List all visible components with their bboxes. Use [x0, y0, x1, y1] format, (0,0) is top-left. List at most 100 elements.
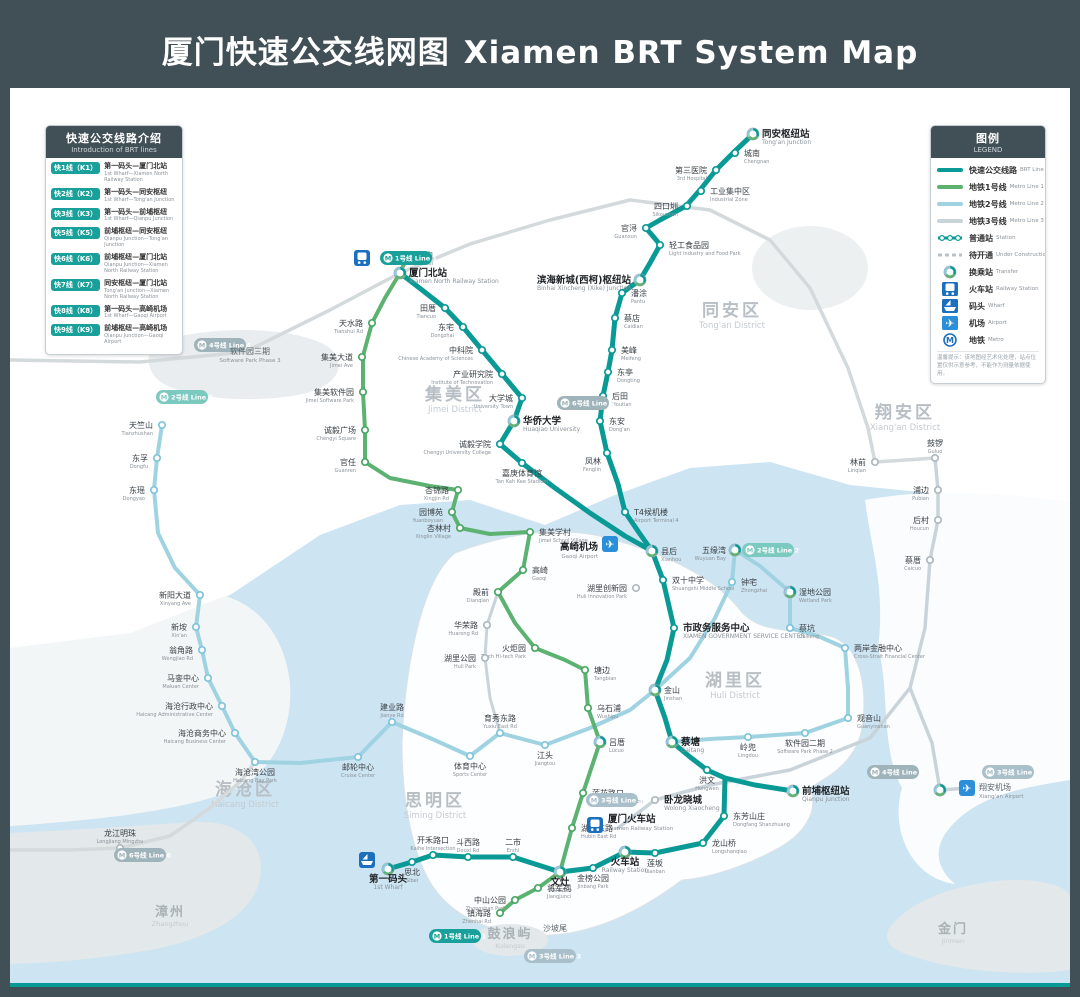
- map-text: Pubian: [912, 496, 929, 502]
- map-text: 2号线 Line 2: [757, 546, 799, 555]
- map-text: Airport Terminal 4: [634, 518, 679, 524]
- map-text: 邮轮中心: [342, 762, 374, 772]
- map-text: Wolong Xiaocheng: [664, 805, 720, 812]
- map-text: M: [161, 394, 167, 402]
- brt-line-route-cn: 前埔枢纽—厦门北站: [104, 253, 168, 261]
- map-text: 蔡塘: [680, 736, 701, 748]
- page-title-en: Xiamen BRT System Map: [463, 34, 919, 71]
- map-text: Zhangzhou: [152, 920, 188, 928]
- map-text: 观音山: [857, 713, 881, 723]
- map-text: Fenglin: [583, 467, 601, 473]
- map-text: 官任: [340, 457, 356, 467]
- map-text: 工业集中区: [710, 186, 750, 196]
- map-text: Xingjin Rd: [424, 496, 449, 502]
- map-text: Longjiang Mingzhu: [97, 839, 144, 845]
- map-text: 杏锦路: [425, 485, 449, 495]
- map-text: ✈: [945, 317, 954, 330]
- map-text: M: [199, 342, 205, 350]
- map-text: Ershi: [507, 848, 519, 854]
- map-text: 东芳山庄: [733, 811, 765, 821]
- map-text: Institute of Technovation: [431, 380, 493, 386]
- map-text: Lianban: [645, 869, 665, 875]
- haicang-land: [10, 596, 291, 826]
- map-text: Huli Park: [454, 664, 476, 670]
- map-text: XIAMEN GOVERNMENT SERVICE CENTER: [683, 633, 805, 640]
- map-text: 产业研究院: [453, 369, 493, 379]
- map-text: 后田: [612, 391, 628, 401]
- map-text: Huli District: [710, 691, 760, 701]
- map-text: 集美区: [424, 384, 485, 405]
- map-text: 潘涂: [631, 288, 647, 298]
- map-text: 1号线 Line 1: [444, 932, 486, 941]
- map-text: M: [562, 400, 568, 408]
- map-text: Guanren: [335, 468, 356, 474]
- map-text: 集美软件园: [314, 387, 354, 397]
- map-text: 1号线 Line 1: [395, 254, 437, 263]
- map-text: 第一码头: [369, 873, 408, 885]
- legend-label-cn: 地铁1号线: [969, 182, 1007, 192]
- map-text: Qianpu Junction: [802, 796, 850, 803]
- map-text: Binhai Xincheng (Xike) Junction: [537, 285, 631, 292]
- map-text: Haicang Business Center: [164, 739, 227, 745]
- map-text: 轻工食品园: [669, 240, 709, 250]
- map-text: Dongzhai: [431, 333, 455, 339]
- map-text: 金榜公园: [577, 873, 609, 883]
- rail-icon: [354, 250, 370, 266]
- rail-icon: [587, 817, 603, 833]
- map-text: Caidian: [624, 324, 643, 330]
- legend-label-cn: 地铁: [969, 335, 985, 345]
- map-text: Light Industry and Food Park: [669, 251, 741, 257]
- map-text: Caicuo: [904, 566, 921, 572]
- map-text: Tiancuo: [416, 314, 437, 320]
- legend-swatch-line-icon: [937, 163, 969, 177]
- map-text: M: [987, 769, 993, 777]
- map-text: Zhongshan Park: [466, 906, 507, 912]
- brt-line-route-en: 1st Wharf—Xiamen North Railway Station: [104, 170, 169, 183]
- xiamen-island: [401, 531, 865, 936]
- map-text: 杏林村: [427, 523, 451, 533]
- map-text: 3号线 Line 3: [601, 796, 643, 805]
- map-text: 火车站: [611, 856, 640, 868]
- brt-line-badge: 快1线（K1）: [51, 162, 101, 174]
- map-text: Xianhou: [661, 557, 681, 563]
- map-text: Guanyinshan: [857, 724, 890, 730]
- map-text: Jinbang Park: [576, 884, 608, 890]
- map-text: Yuanboyuan: [412, 518, 443, 524]
- map-text: 四口圳: [654, 201, 678, 211]
- map-text: 后村: [913, 515, 929, 525]
- map-text: 育秀东路: [484, 713, 516, 723]
- map-line-brt-qianpu-spur: [722, 775, 796, 794]
- gulangyu-island: [472, 924, 548, 956]
- map-text: Jianye Rd: [379, 713, 403, 719]
- map-text: Lingdou: [738, 753, 758, 759]
